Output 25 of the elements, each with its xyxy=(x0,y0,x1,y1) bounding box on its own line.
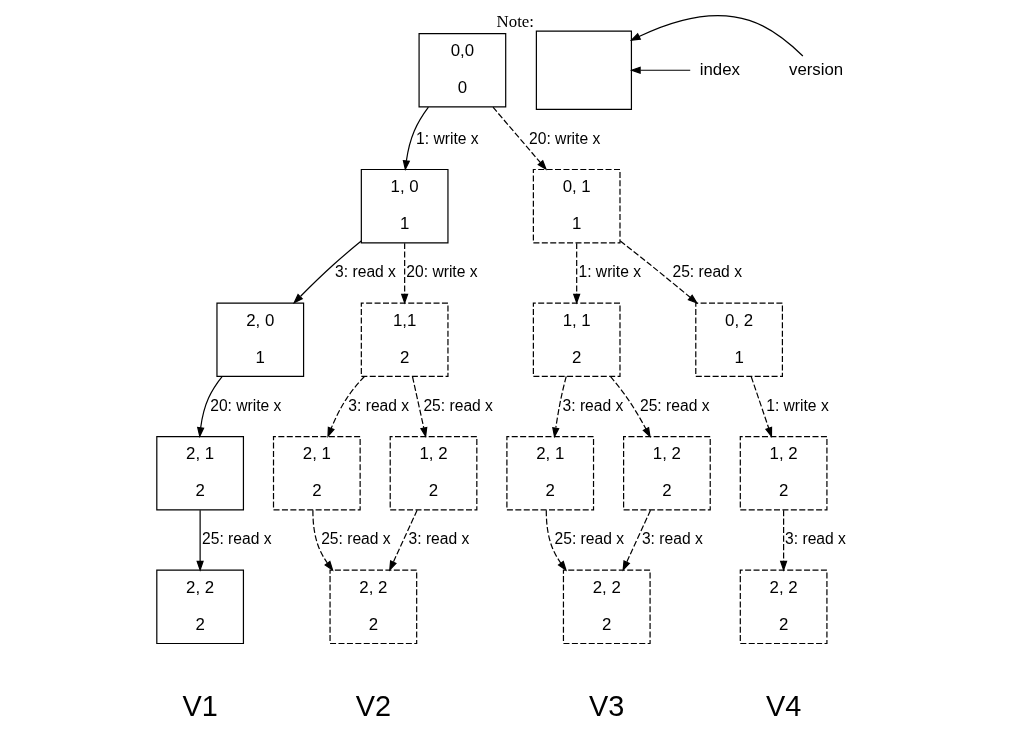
edge-label: 25: read x xyxy=(202,530,272,548)
edge-label: 25: read x xyxy=(554,530,625,548)
edge-label: 1: write x xyxy=(766,396,829,414)
edge-label: 3: read x xyxy=(641,530,703,548)
edge-label: 25: read x xyxy=(321,530,391,548)
label: V1 xyxy=(182,689,218,722)
label: V3 xyxy=(589,689,625,722)
edge-label: 20: write x xyxy=(210,396,282,414)
edge-label: 25: read x xyxy=(672,263,742,281)
edge-label: 1: write x xyxy=(416,129,479,147)
node-text: version xyxy=(788,59,844,79)
label: V4 xyxy=(765,689,802,722)
node-label: Note: xyxy=(496,11,535,31)
edge-label: 3: read x xyxy=(562,396,624,414)
edge-label: 20: write x xyxy=(529,129,601,147)
edge-label: 20: write x xyxy=(406,263,478,281)
label: V2 xyxy=(355,689,392,722)
edge-label: 3: read x xyxy=(335,263,396,281)
edge-label: 3: read x xyxy=(785,530,846,548)
edge-label: 25: read x xyxy=(423,396,493,414)
node-text: index xyxy=(699,59,740,79)
edge-label: 3: read x xyxy=(408,530,470,548)
edge-label: 1: write x xyxy=(578,263,642,281)
edge-label: 25: read x xyxy=(639,396,710,414)
edge-label: 3: read x xyxy=(348,396,410,414)
